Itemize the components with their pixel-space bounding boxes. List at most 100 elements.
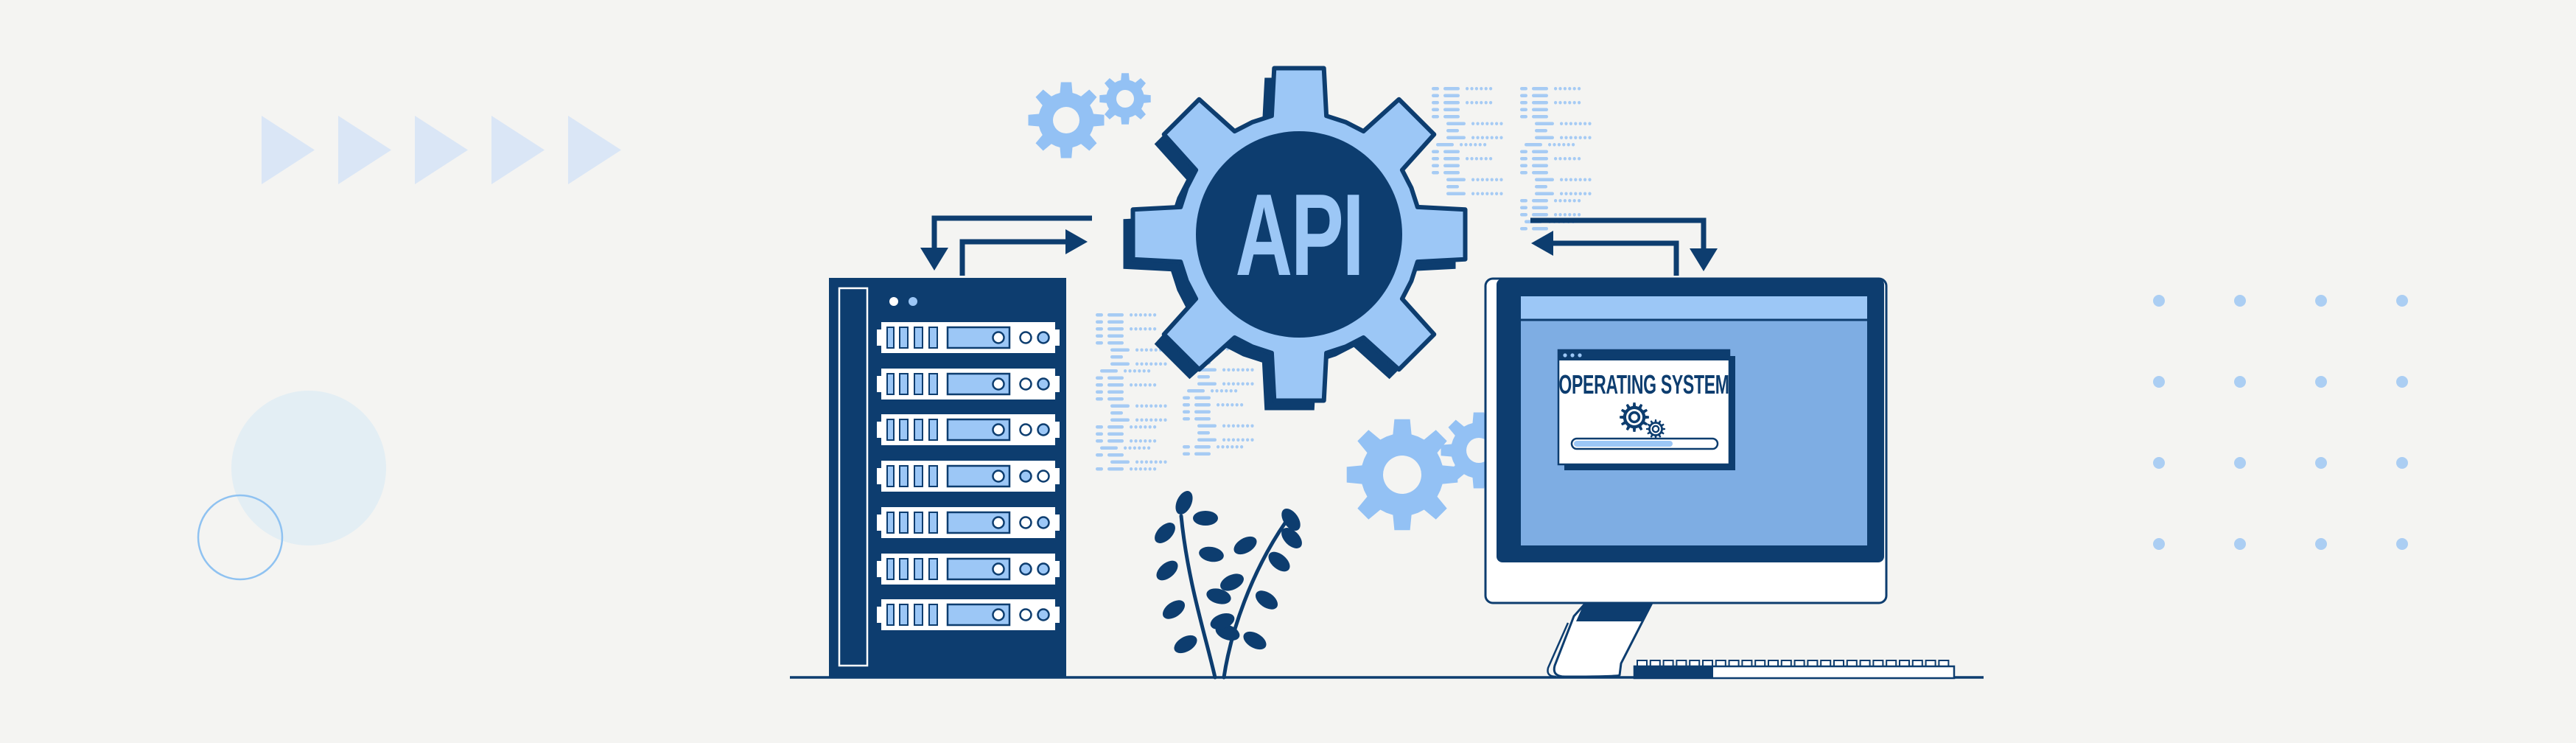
code-dot [1234, 389, 1238, 393]
code-dot [1495, 136, 1499, 139]
server-slot-bar [886, 604, 895, 626]
code-dash [1183, 403, 1190, 407]
server-unit-tab [877, 607, 881, 623]
code-dot [1138, 383, 1142, 387]
gear-hole [1383, 456, 1421, 494]
code-dot [1154, 404, 1158, 408]
code-dash [1520, 206, 1527, 209]
code-dot [1236, 382, 1240, 386]
server-slot-bar [914, 419, 923, 441]
code-dot [1558, 101, 1562, 105]
code-dot [1219, 389, 1223, 393]
code-dot [1134, 327, 1138, 331]
code-dot [1499, 178, 1503, 181]
code-dot [1568, 213, 1572, 217]
code-dash [1197, 424, 1217, 428]
code-dot [1480, 122, 1484, 125]
keyboard-left-block [1634, 666, 1713, 678]
arrow-down-head-icon [1690, 248, 1718, 271]
server-slot-bar [914, 512, 923, 534]
code-dash [1197, 431, 1210, 435]
code-dash [1187, 389, 1205, 393]
code-dot [1231, 403, 1234, 407]
code-dot [1563, 213, 1567, 217]
code-dot [1554, 199, 1558, 203]
server-unit-tab [877, 422, 881, 438]
server-slot-bar [914, 604, 923, 626]
code-dash [1194, 410, 1211, 414]
code-dot [1572, 213, 1576, 217]
server-indicator-light [1037, 516, 1050, 529]
code-dot [1476, 178, 1480, 181]
code-dot [1574, 192, 1578, 195]
code-dash [1520, 115, 1527, 119]
code-dot [1135, 404, 1139, 408]
code-dot [1135, 460, 1139, 464]
code-dash [1107, 376, 1124, 380]
server-unit-tab [877, 561, 881, 577]
grid-dot [2234, 376, 2246, 388]
code-dot [1478, 143, 1482, 147]
code-dot [1578, 199, 1581, 203]
code-dot [1128, 369, 1132, 373]
server-unit-tab [1055, 561, 1060, 577]
code-dot [1578, 122, 1582, 125]
server-unit-tab [1055, 514, 1060, 531]
code-dash [1107, 453, 1124, 457]
grid-dot [2315, 538, 2327, 550]
code-dash [1446, 192, 1466, 195]
code-dash [1096, 313, 1103, 317]
code-dot [1144, 313, 1147, 317]
code-dash [1446, 129, 1459, 133]
code-dot [1564, 178, 1568, 181]
code-dot [1588, 122, 1592, 125]
code-dot [1159, 362, 1163, 366]
code-dash [1443, 101, 1460, 105]
code-dash [1096, 327, 1103, 331]
code-dot [1135, 348, 1139, 352]
code-dot [1138, 439, 1142, 443]
code-dash [1096, 390, 1103, 394]
code-dot [1163, 404, 1167, 408]
code-dot [1484, 87, 1488, 91]
filled-circle-decoration [231, 391, 386, 545]
code-dot [1147, 369, 1151, 373]
code-column [1096, 313, 1167, 471]
code-dash [1532, 115, 1548, 119]
code-dash [1107, 341, 1124, 345]
server-indicator-light [1019, 377, 1032, 391]
code-dash [1532, 157, 1548, 161]
code-dash [1194, 417, 1211, 421]
code-dot [1471, 178, 1475, 181]
drive-bay-light [992, 470, 1005, 483]
code-dot [1229, 389, 1233, 393]
code-dot [1495, 178, 1499, 181]
code-dash [1532, 206, 1548, 209]
grid-dot [2153, 376, 2165, 388]
code-dash [1532, 164, 1548, 167]
code-dot [1148, 327, 1152, 331]
code-dot [1148, 313, 1152, 317]
server-unit [877, 554, 1060, 585]
server-slot-bar [928, 373, 938, 395]
code-dot [1569, 122, 1572, 125]
server-unit [877, 322, 1060, 353]
code-dot [1138, 425, 1142, 429]
drive-bay-light [992, 562, 1005, 576]
code-dash [1532, 150, 1548, 153]
code-dash [1432, 171, 1439, 175]
code-dot [1134, 439, 1138, 443]
os-window: OPERATING SYSTEM [1557, 349, 1735, 470]
code-dot [1159, 418, 1163, 422]
code-dot [1144, 362, 1148, 366]
code-dot [1569, 178, 1572, 181]
server-rack-column [838, 287, 869, 667]
code-dot [1578, 213, 1581, 217]
grid-dot [2234, 538, 2246, 550]
server-slot-bar [886, 373, 895, 395]
server-slot-bar [886, 465, 895, 487]
code-dash [1432, 101, 1439, 105]
code-dot [1470, 87, 1474, 91]
code-dot [1568, 199, 1572, 203]
